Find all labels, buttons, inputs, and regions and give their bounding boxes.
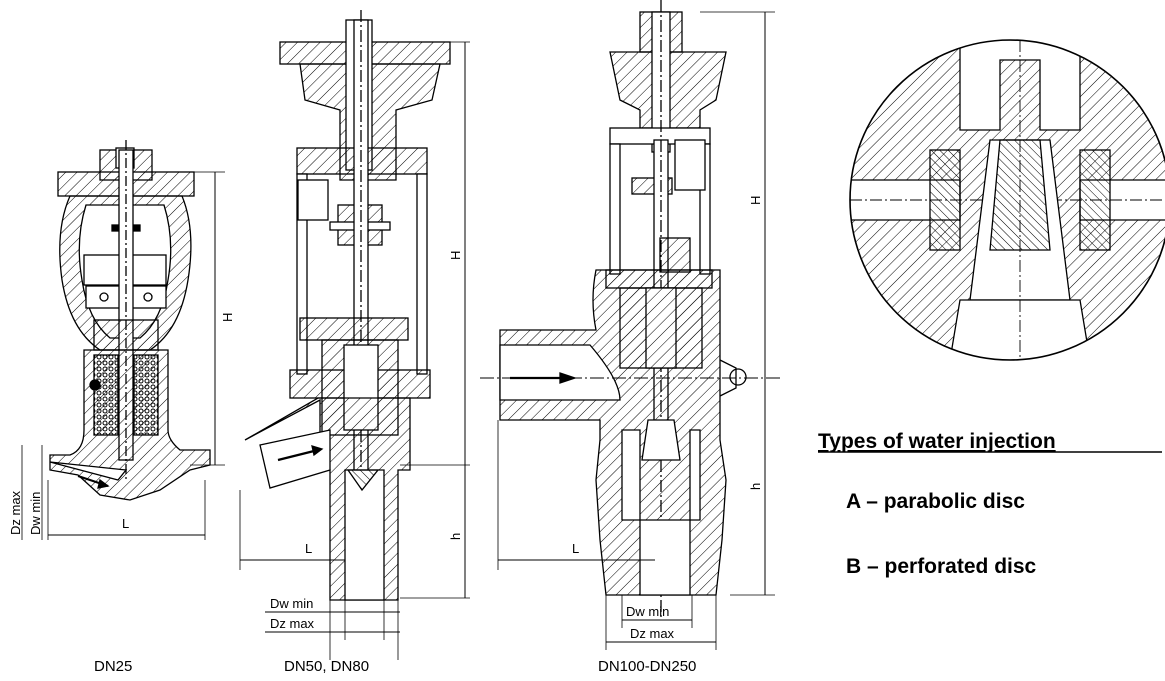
caption-dn100-dn250: DN100-DN250 xyxy=(598,658,696,675)
legend-item-b: B – perforated disc xyxy=(846,555,1037,578)
valve-dn100-dn250-drawing xyxy=(480,0,780,650)
dn50-dim-h-lower: h xyxy=(448,533,463,540)
dn50-dim-l: L xyxy=(305,541,312,556)
dn50-dim-dz-max: Dz max xyxy=(270,616,315,631)
dn25-dim-h: H xyxy=(220,313,235,322)
dn100-dim-h: H xyxy=(748,196,763,205)
injection-detail-view xyxy=(849,39,1165,361)
dn50-dim-h: H xyxy=(448,251,463,260)
dn100-dim-l: L xyxy=(572,541,579,556)
dn100-dim-dw-min: Dw min xyxy=(626,604,669,619)
caption-dn25: DN25 xyxy=(94,658,132,675)
valve-dn50-dn80-drawing xyxy=(239,10,470,660)
legend-title: Types of water injection xyxy=(818,430,1056,453)
dn100-dim-h-lower: h xyxy=(748,483,763,490)
dn25-dim-l: L xyxy=(122,516,129,531)
legend-item-a: A – parabolic disc xyxy=(846,490,1025,513)
caption-dn50-dn80: DN50, DN80 xyxy=(284,658,369,675)
dn25-dim-dw-min: Dw min xyxy=(28,492,43,535)
dn50-dim-dw-min: Dw min xyxy=(270,596,313,611)
dn100-dim-dz-max: Dz max xyxy=(630,626,675,641)
dn25-dim-dz-max: Dz max xyxy=(8,490,23,535)
valve-dn25-drawing xyxy=(21,140,225,540)
